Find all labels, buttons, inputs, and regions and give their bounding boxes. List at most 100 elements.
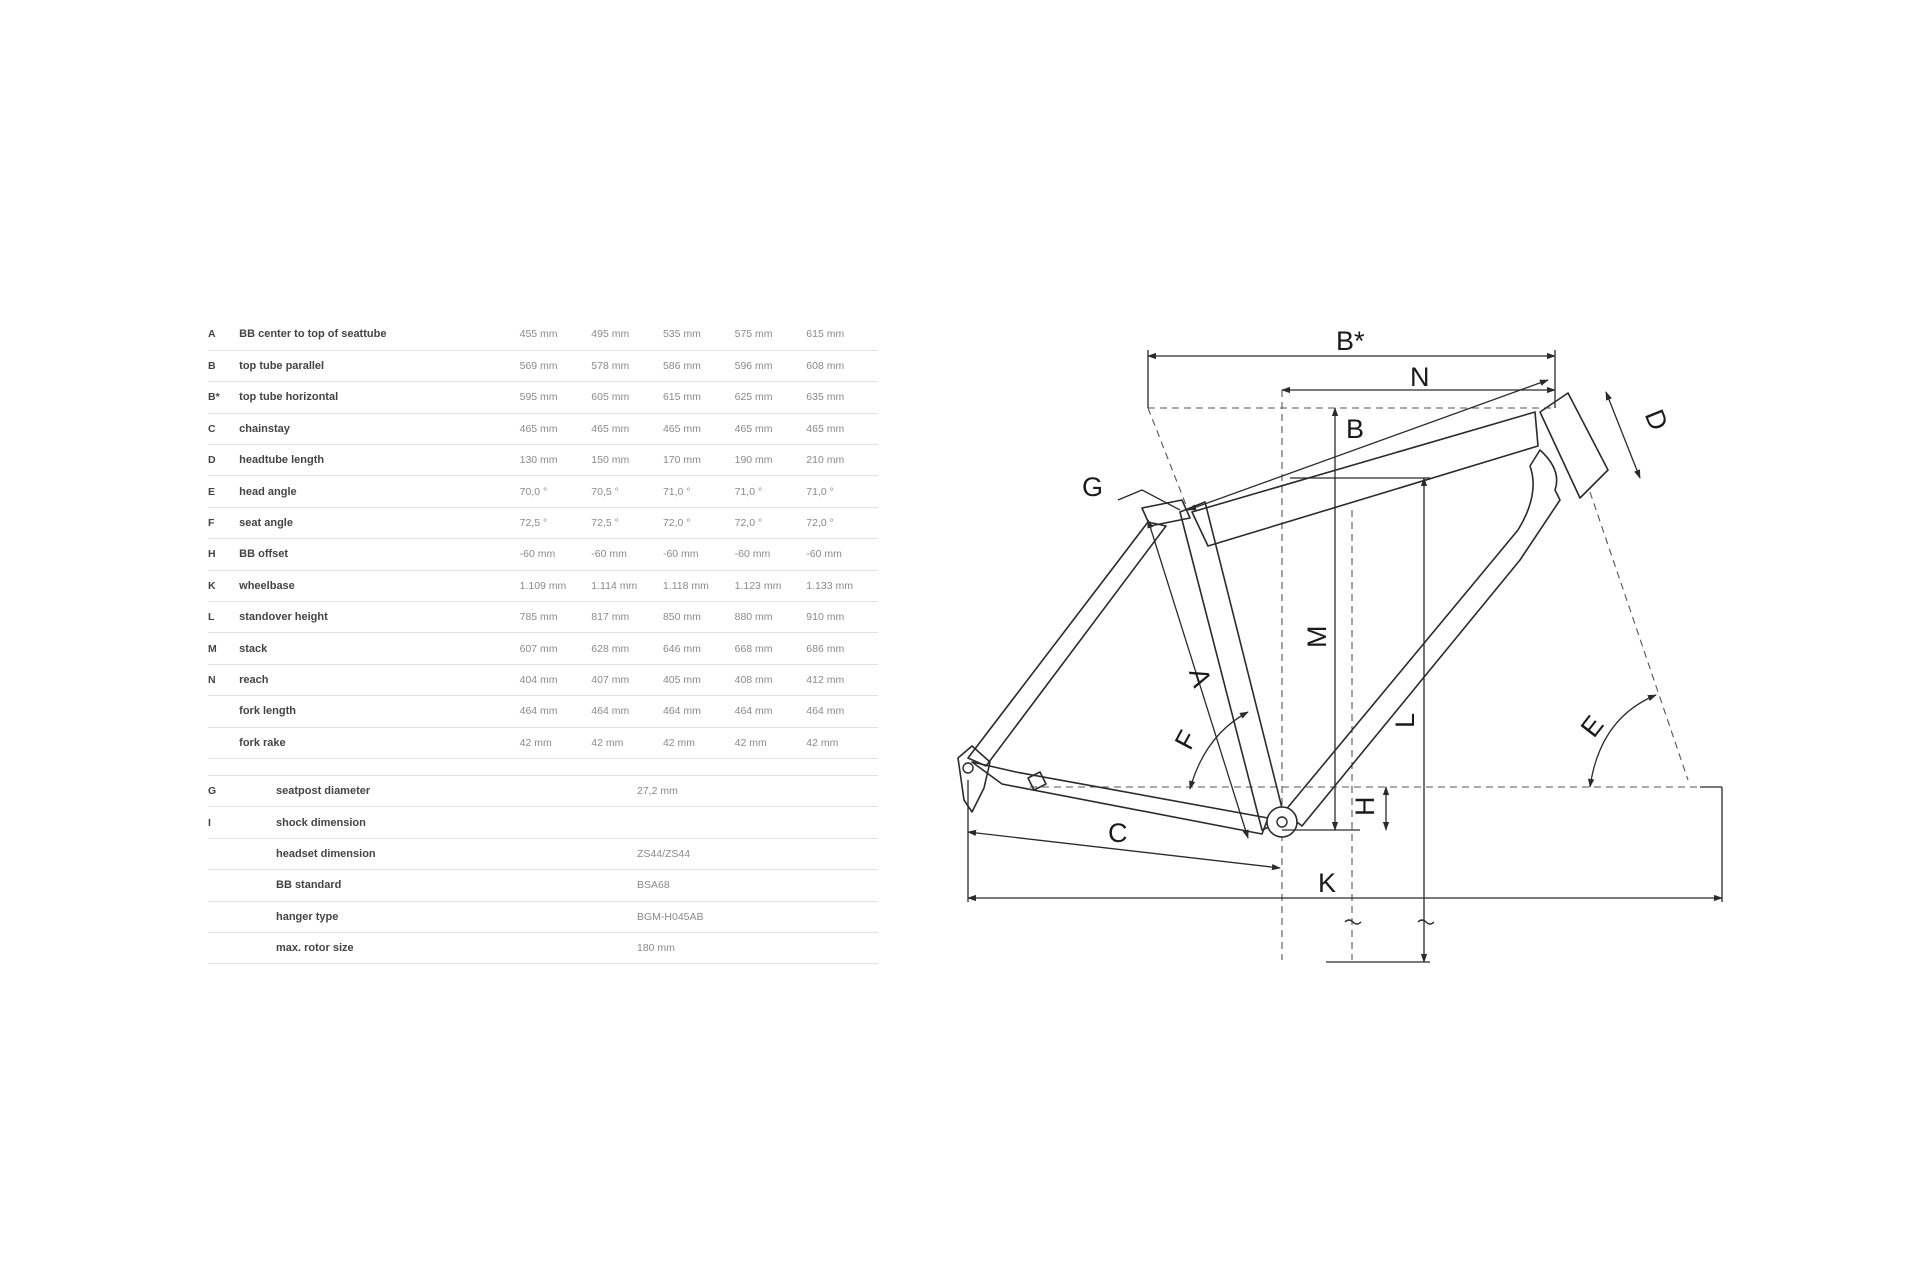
size-value: 465 mm (519, 413, 592, 446)
size-value: 817 mm (591, 601, 663, 634)
size-value: -60 mm (806, 538, 878, 571)
size-value: 408 mm (734, 664, 807, 697)
size-value: 615 mm (662, 381, 735, 414)
row-label: BB center to top of seattube (239, 319, 520, 351)
spec-value: BSA68 (637, 869, 878, 902)
g-leader (1117, 489, 1181, 511)
size-value: 72,0 ° (662, 507, 735, 540)
size-value: 625 mm (734, 381, 807, 414)
row-label: max. rotor size (276, 932, 637, 965)
size-value: 71,0 ° (662, 475, 735, 508)
size-value: 578 mm (591, 350, 663, 383)
row-code: N (208, 664, 240, 697)
size-value: 608 mm (806, 350, 878, 383)
spec-value: ZS44/ZS44 (637, 838, 878, 871)
row-label: wheelbase (239, 570, 520, 603)
top-tube (1191, 411, 1539, 547)
row-code: M (208, 632, 240, 665)
size-value: 595 mm (519, 381, 592, 414)
row-label: seat angle (239, 507, 520, 540)
size-value: 615 mm (806, 319, 878, 351)
size-value: 605 mm (591, 381, 663, 414)
size-value: 150 mm (591, 444, 663, 477)
size-value: -60 mm (662, 538, 735, 571)
seat-stay (967, 521, 1167, 767)
brake-mount (1027, 771, 1047, 791)
label-g: G (1082, 472, 1103, 502)
row-label: headset dimension (276, 838, 637, 871)
size-value: 607 mm (519, 632, 592, 665)
row-label: BB standard (276, 869, 637, 902)
row-label: standover height (239, 601, 520, 634)
label-d: D (1639, 405, 1674, 434)
size-value: 404 mm (519, 664, 592, 697)
label-h: H (1350, 797, 1380, 817)
dropout (957, 745, 991, 813)
chain-stay (971, 761, 1269, 835)
head-tube (1539, 392, 1609, 499)
size-value: 42 mm (806, 727, 878, 759)
spec-value: 180 mm (637, 932, 878, 965)
size-value: 575 mm (734, 319, 807, 351)
size-value: 42 mm (734, 727, 807, 759)
size-value: 465 mm (806, 413, 878, 446)
size-value: 464 mm (734, 695, 807, 728)
row-code: G (208, 774, 276, 808)
reference-lines (1030, 390, 1710, 960)
row-code: H (208, 538, 240, 571)
seat-clamp (1141, 499, 1191, 527)
bike-frame (957, 392, 1609, 835)
label-c: C (1108, 818, 1128, 848)
size-value: 70,0 ° (519, 475, 592, 508)
size-value: 910 mm (806, 601, 878, 634)
spec-value: BGM-H045AB (637, 901, 878, 933)
dim-f-arc (1189, 711, 1249, 790)
size-value: 210 mm (806, 444, 878, 477)
size-value: 405 mm (662, 664, 735, 697)
row-label: fork rake (239, 727, 520, 759)
row-label: top tube parallel (239, 350, 520, 383)
size-value: 170 mm (662, 444, 735, 477)
size-value: 1.118 mm (662, 570, 735, 603)
size-value: 464 mm (591, 695, 663, 728)
row-code (208, 695, 240, 728)
size-value: 1.123 mm (734, 570, 807, 603)
row-label: stack (239, 632, 520, 665)
break-mark-right (1417, 919, 1435, 925)
size-value: 628 mm (591, 632, 663, 665)
size-value: 190 mm (734, 444, 807, 477)
label-f: F (1169, 726, 1203, 755)
label-k: K (1318, 868, 1336, 898)
row-code: D (208, 444, 240, 477)
spec-value: 27,2 mm (637, 774, 878, 808)
dim-b (1187, 379, 1549, 511)
size-value: 72,0 ° (734, 507, 807, 540)
size-value: 72,0 ° (806, 507, 878, 540)
spec-value (637, 806, 878, 839)
size-value: -60 mm (591, 538, 663, 571)
size-value: 535 mm (662, 319, 735, 351)
size-value: 407 mm (591, 664, 663, 697)
row-code: B* (208, 381, 240, 414)
row-code: E (208, 475, 240, 508)
label-m: M (1302, 626, 1332, 649)
seat-tube (1179, 501, 1286, 831)
label-e: E (1575, 710, 1610, 743)
row-label: seatpost diameter (276, 774, 637, 808)
row-code: A (208, 319, 240, 351)
size-value: 646 mm (662, 632, 735, 665)
size-value: 465 mm (591, 413, 663, 446)
